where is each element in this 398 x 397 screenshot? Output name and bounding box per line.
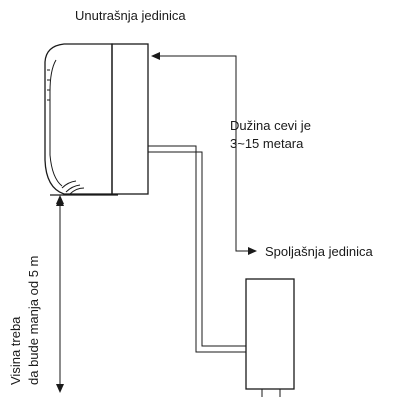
indoor-unit-label: Unutrašnja jedinica (75, 8, 186, 23)
pipe-length-dimension (151, 52, 257, 255)
outdoor-unit-label: Spoljašnja jedinica (265, 244, 373, 259)
indoor-unit (44, 43, 149, 196)
connecting-pipe (148, 145, 246, 353)
outdoor-unit (245, 278, 295, 397)
pipe-length-label-line1: Dužina cevi je (230, 118, 311, 133)
height-label-line1: Visina treba (8, 316, 23, 385)
height-label-line2: da bude manja od 5 m (26, 256, 41, 385)
pipe-length-label-line2: 3~15 metara (230, 136, 304, 151)
